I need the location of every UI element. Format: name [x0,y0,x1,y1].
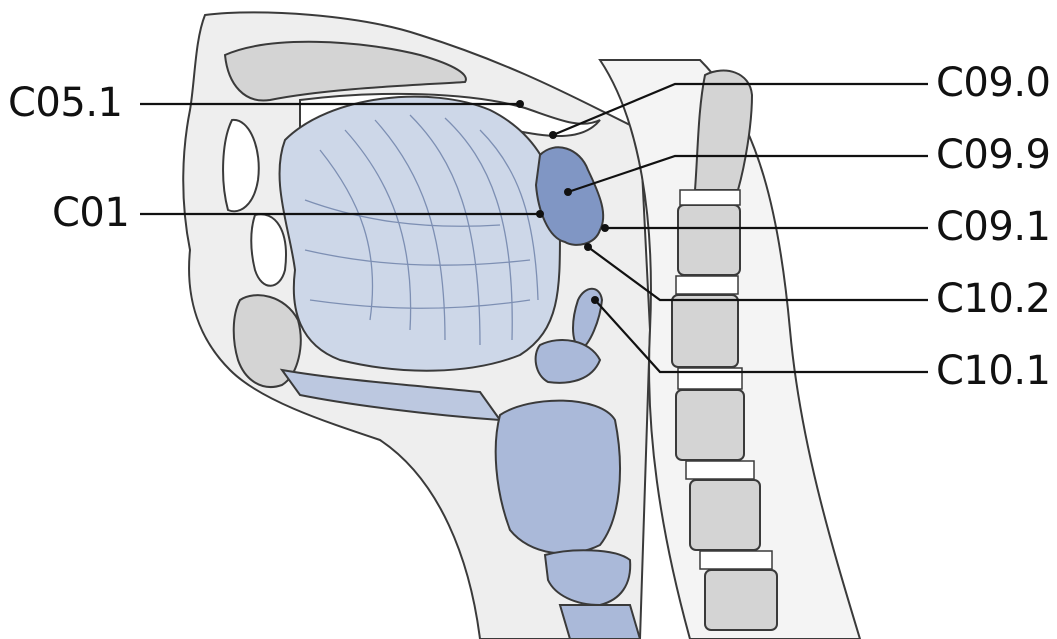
label-c09-1: C09.1 [936,207,1051,247]
label-c09-0: C09.0 [936,63,1051,103]
label-c10-2: C10.2 [936,279,1051,319]
label-c05-1: C05.1 [8,83,123,123]
leader-c10-1 [595,300,928,372]
dot-c05-1 [516,100,524,108]
leader-c10-2 [588,247,928,300]
dot-c09-0 [549,131,557,139]
dot-c09-1 [601,224,609,232]
dot-c10-1 [591,296,599,304]
label-c01: C01 [52,193,129,233]
leader-c09-9 [568,156,928,192]
label-c09-9: C09.9 [936,135,1051,175]
dot-c01 [536,210,544,218]
label-c10-1: C10.1 [936,351,1051,391]
dot-c10-2 [584,243,592,251]
leader-c09-0 [553,84,928,135]
dot-c09-9 [564,188,572,196]
